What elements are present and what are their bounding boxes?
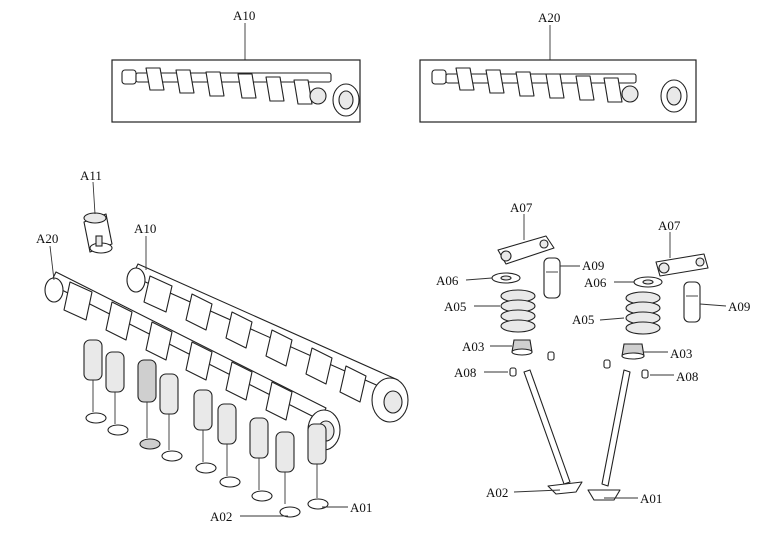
label-a02-left: A02 bbox=[210, 509, 232, 524]
label-a10-top: A10 bbox=[233, 8, 255, 23]
label-a06-left[interactable]: A06 bbox=[436, 273, 459, 288]
label-a20-assembled: A20 bbox=[36, 231, 58, 246]
valve-spring-6 bbox=[217, 403, 241, 488]
valve-spring-a05-right[interactable] bbox=[625, 291, 661, 335]
callout-a11[interactable]: A11 bbox=[80, 168, 102, 215]
callout-a10-assembled[interactable]: A10 bbox=[134, 221, 156, 270]
cotter-a08-left[interactable] bbox=[509, 351, 555, 377]
label-a08-left[interactable]: A08 bbox=[454, 365, 476, 380]
camshaft-a10-callout[interactable]: A10 bbox=[111, 8, 361, 123]
camshaft-a10-assembled[interactable] bbox=[126, 263, 409, 423]
valve-spring-1 bbox=[83, 339, 107, 424]
label-a09-right[interactable]: A09 bbox=[728, 299, 750, 314]
lash-adjuster-a09-left[interactable] bbox=[543, 257, 561, 299]
callout-a02-left[interactable]: A02 bbox=[210, 509, 288, 524]
label-a09-left[interactable]: A09 bbox=[582, 258, 604, 273]
label-a05-right[interactable]: A05 bbox=[572, 312, 594, 327]
label-a01-left: A01 bbox=[350, 500, 372, 515]
label-a02-right[interactable]: A02 bbox=[486, 485, 508, 500]
label-a06-right[interactable]: A06 bbox=[584, 275, 607, 290]
label-a03-left[interactable]: A03 bbox=[462, 339, 484, 354]
tappet-a11[interactable] bbox=[83, 212, 113, 254]
valve-a01-right[interactable] bbox=[587, 369, 631, 501]
callout-a01-left[interactable]: A01 bbox=[322, 500, 372, 515]
valve-spring-2 bbox=[105, 351, 129, 436]
valve-spring-5 bbox=[193, 389, 217, 474]
callout-a20-assembled[interactable]: A20 bbox=[36, 231, 58, 281]
camshaft-a10-drawing bbox=[121, 67, 360, 117]
valve-spring-8 bbox=[275, 431, 301, 518]
lash-adjuster-a09-right[interactable] bbox=[683, 281, 701, 323]
label-a10-assembled: A10 bbox=[134, 221, 156, 236]
rocker-arm-a07-left[interactable] bbox=[497, 235, 555, 265]
valve-a02-right[interactable] bbox=[523, 369, 583, 495]
valve-spring-3 bbox=[137, 359, 161, 450]
valve-spring-4 bbox=[159, 373, 183, 462]
exploded-valve-train: A07 A07 A09 A09 A06 A06 A05 A05 A03 A03 … bbox=[436, 200, 750, 506]
valve-seal-a03-left[interactable] bbox=[511, 339, 533, 356]
camshaft-a20-callout[interactable]: A20 bbox=[419, 10, 697, 123]
spring-seat-a06-right[interactable] bbox=[633, 276, 663, 288]
cotter-a08-right[interactable] bbox=[603, 359, 649, 379]
label-a07-left[interactable]: A07 bbox=[510, 200, 533, 215]
right-leaders bbox=[465, 214, 727, 499]
label-a03-right[interactable]: A03 bbox=[670, 346, 692, 361]
label-a20-top: A20 bbox=[538, 10, 560, 25]
camshaft-a20-drawing bbox=[431, 67, 688, 113]
rocker-arm-a07-right[interactable] bbox=[655, 253, 709, 277]
valve-spring-9 bbox=[307, 423, 329, 510]
valve-seal-a03-right[interactable] bbox=[621, 343, 645, 360]
label-a11: A11 bbox=[80, 168, 102, 183]
cylinder-head-assembly: A11 A20 A10 A02 A01 bbox=[36, 168, 409, 524]
spring-seat-a06-left[interactable] bbox=[491, 272, 521, 284]
valve-row bbox=[83, 339, 329, 518]
valve-spring-7 bbox=[249, 417, 273, 502]
label-a08-right[interactable]: A08 bbox=[676, 369, 698, 384]
valve-spring-a05-left[interactable] bbox=[500, 289, 536, 333]
label-a07-right[interactable]: A07 bbox=[658, 218, 681, 233]
label-a01-right[interactable]: A01 bbox=[640, 491, 662, 506]
label-a05-left[interactable]: A05 bbox=[444, 299, 466, 314]
